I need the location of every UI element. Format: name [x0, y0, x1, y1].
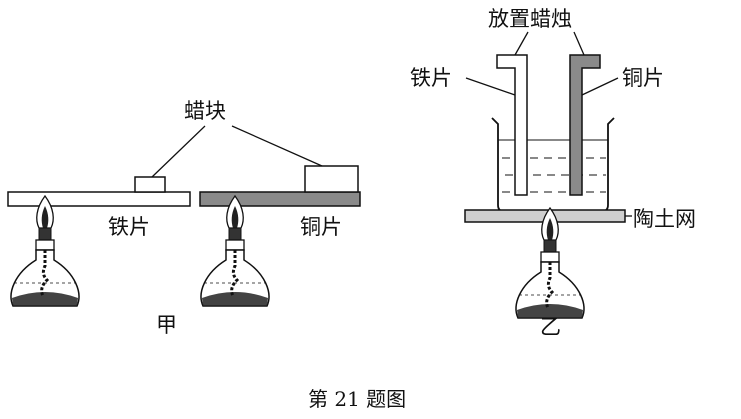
wax-label: 蜡块 [184, 99, 226, 123]
left-setup: 蜡块 铁片 铜片 甲 [7, 99, 361, 337]
gauze-label: 陶土网 [633, 207, 696, 231]
wax-pointer-line [231, 125, 323, 167]
iron-label: 铁片 [410, 66, 452, 90]
caption-jia: 甲 [156, 313, 177, 337]
candle-label: 放置蜡烛 [488, 7, 572, 31]
copper-plate [199, 191, 361, 207]
beaker [491, 117, 615, 213]
wax-pointer-line [151, 125, 206, 178]
iron-label: 铁片 [108, 215, 150, 239]
copper-label: 铜片 [300, 215, 342, 239]
alcohol-lamp-icon [514, 206, 586, 320]
figure-caption: 第 21 题图 [308, 387, 406, 411]
copper-strip [569, 54, 601, 196]
iron-plate [7, 191, 191, 207]
copper-label: 铜片 [622, 66, 664, 90]
caption-yi: 乙 [540, 315, 561, 339]
wax-block-small [134, 176, 166, 193]
wax-block-large [304, 165, 359, 193]
alcohol-lamp-icon [199, 194, 271, 308]
iron-strip [496, 54, 528, 196]
alcohol-lamp-icon [9, 194, 81, 308]
right-setup: 放置蜡烛 铁片 铜片 陶土网 乙 [410, 7, 696, 339]
